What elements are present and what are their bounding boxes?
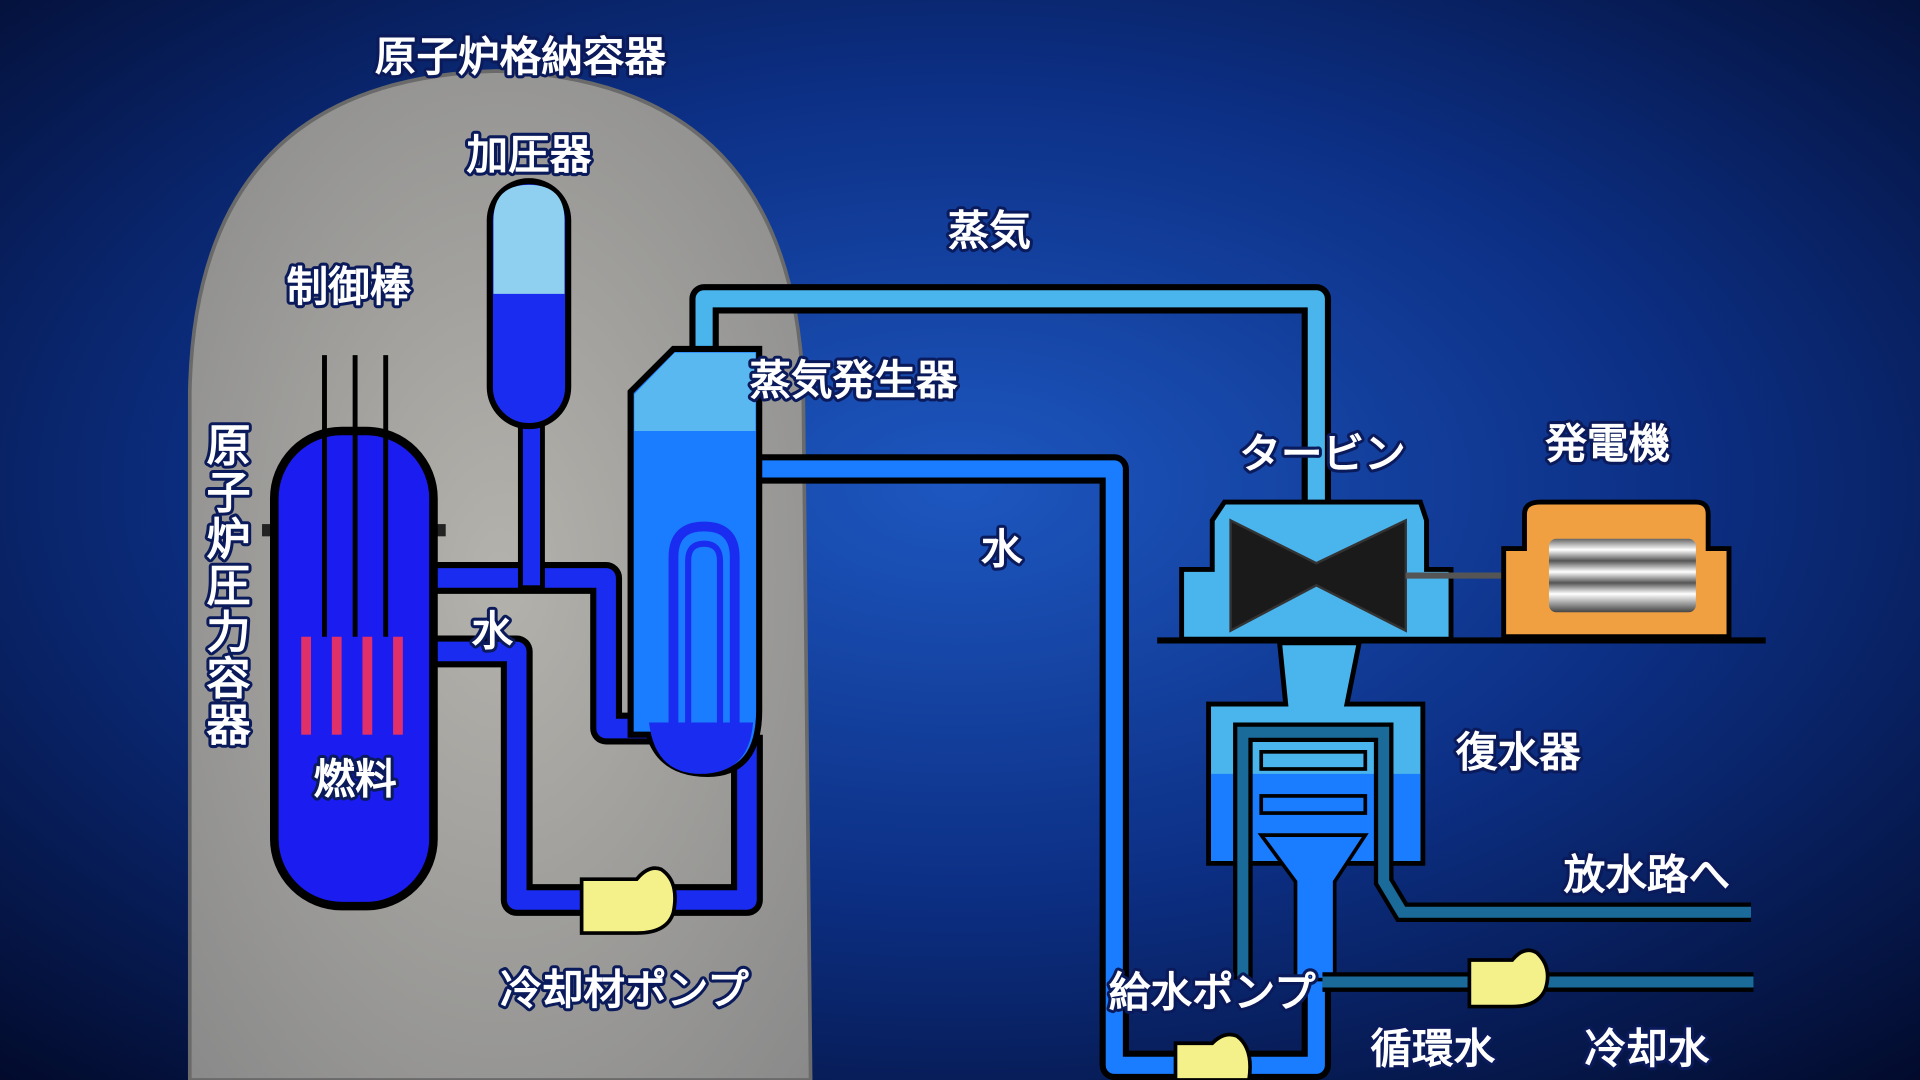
- coolant-pump: [579, 866, 677, 935]
- label-control-rods: 制御棒: [287, 262, 412, 311]
- steam-generator: [627, 345, 763, 777]
- label-pressure-vessel: 原子炉圧力容器: [199, 422, 251, 748]
- condenser: [1206, 640, 1752, 982]
- label-turbine: タービン: [1239, 429, 1406, 478]
- steam-pipe-fill: [695, 290, 1325, 503]
- label-condenser: 復水器: [1455, 728, 1581, 777]
- label-steam: 蒸気: [948, 206, 1031, 255]
- label-to-discharge: 放水路へ: [1564, 850, 1731, 899]
- turbine: [1179, 499, 1454, 642]
- feedwater-pipe-fill: [746, 460, 1325, 1074]
- circulating-pump: [1467, 948, 1550, 1009]
- label-pressurizer: 加圧器: [467, 130, 592, 179]
- fuel-rods: [301, 636, 403, 735]
- label-cooling-water: 冷却水: [1584, 1024, 1709, 1073]
- control-rods: [322, 355, 389, 637]
- label-steam-generator: 蒸気発生器: [749, 355, 958, 404]
- label-generator: 発電機: [1545, 419, 1670, 468]
- cold-leg-fill: [428, 641, 757, 910]
- turbine-rotor: [1229, 518, 1407, 633]
- label-primary-water: 水: [471, 606, 513, 655]
- label-feed-pump: 給水ポンプ: [1109, 968, 1316, 1017]
- label-circulating-water: 循環水: [1370, 1024, 1495, 1073]
- u-tubes: [668, 521, 740, 735]
- generator-rotor: [1548, 538, 1696, 613]
- feed-pump: [1173, 1032, 1252, 1080]
- generator: [1501, 499, 1732, 640]
- reactor-pressure-vessel: [262, 355, 446, 911]
- label-secondary-water: 水: [981, 524, 1023, 573]
- pressurizer: [486, 178, 572, 591]
- label-coolant-pump: 冷却材ポンプ: [500, 965, 749, 1014]
- label-fuel: 燃料: [313, 754, 396, 803]
- label-containment: 原子炉格納容器: [375, 32, 667, 81]
